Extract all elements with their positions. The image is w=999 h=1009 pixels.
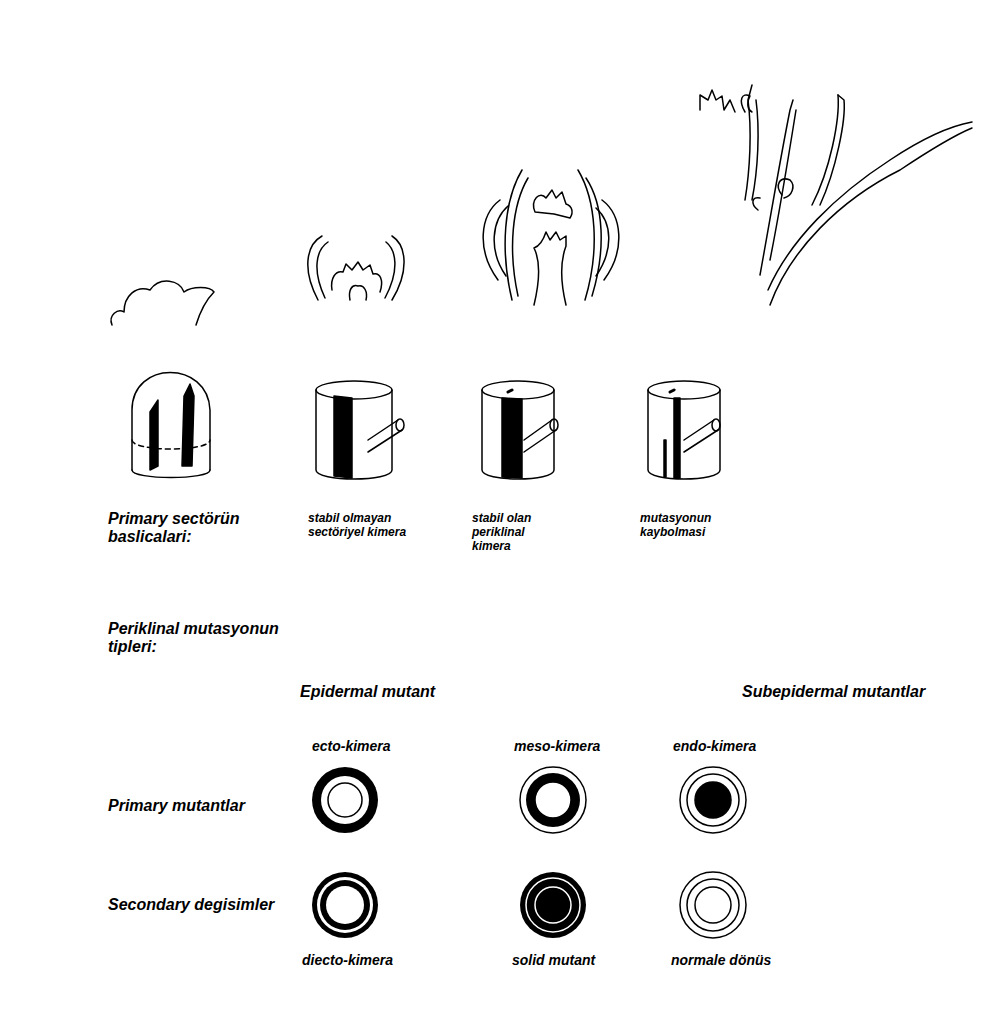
type-label: ecto-kimera — [312, 738, 391, 754]
type-label: solid mutant — [512, 952, 595, 968]
type-label: meso-kimera — [514, 738, 600, 754]
group-heading: Subepidermal mutantlar — [742, 683, 925, 701]
type-label: endo-kimera — [673, 738, 756, 754]
stage-label: mutasyonun kaybolmasi — [640, 512, 732, 540]
stage-label: stabil olan periklinal kimera — [472, 512, 556, 553]
group-heading: Epidermal mutant — [300, 683, 435, 701]
row-heading: Primary sectörün baslicalari: — [108, 510, 268, 547]
row-heading: Secondary degisimler — [108, 896, 274, 914]
row-heading: Periklinal mutasyonun tipleri: — [108, 620, 313, 657]
type-label: normale dönüs — [671, 952, 771, 968]
stage-label: stabil olmayan sectöriyel kimera — [308, 512, 408, 540]
type-label: diecto-kimera — [302, 952, 393, 968]
row-heading: Primary mutantlar — [108, 797, 245, 815]
